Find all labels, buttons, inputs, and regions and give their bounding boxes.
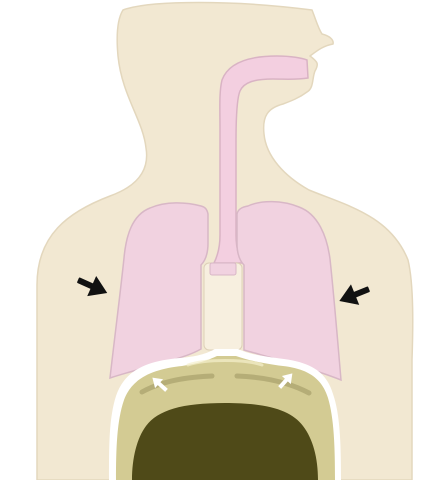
bronchial-opening: [210, 263, 236, 275]
bronchial-connector: [204, 263, 242, 350]
